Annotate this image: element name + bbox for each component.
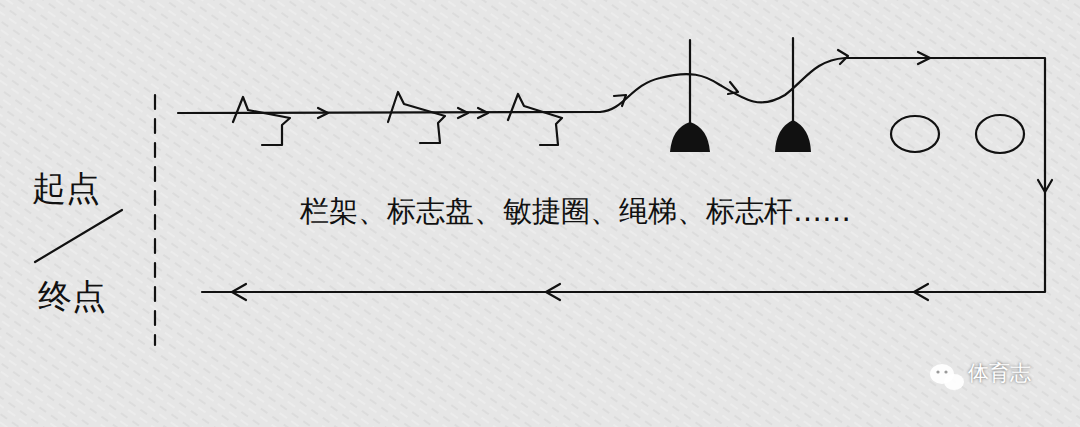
wechat-icon bbox=[930, 364, 964, 390]
arrow-mark bbox=[728, 82, 738, 94]
arrow-mark bbox=[546, 284, 560, 300]
start-finish-line bbox=[154, 95, 156, 345]
finish-label: 终点 bbox=[38, 278, 106, 315]
arrow-mark bbox=[318, 108, 328, 118]
marker-cone-base bbox=[775, 120, 811, 152]
run-path bbox=[178, 112, 600, 113]
agility-ring bbox=[976, 115, 1024, 153]
marker-cone-base bbox=[670, 122, 710, 152]
arrow-mark bbox=[838, 50, 848, 64]
arrow-mark bbox=[458, 108, 468, 118]
arrow-mark bbox=[918, 52, 930, 64]
divider-slash bbox=[35, 210, 122, 262]
arrow-mark bbox=[1038, 180, 1052, 192]
arrow-mark bbox=[614, 95, 626, 106]
weave-path bbox=[202, 58, 1045, 292]
watermark: 体育志 bbox=[968, 362, 1031, 385]
marker-pole bbox=[792, 38, 794, 122]
equipment-note: 栏架、标志盘、敏捷圈、绳梯、标志杆…… bbox=[300, 196, 851, 228]
agility-ring bbox=[891, 116, 939, 152]
hurdle bbox=[233, 97, 290, 145]
hurdle bbox=[388, 92, 445, 143]
arrow-mark bbox=[914, 284, 928, 300]
marker-pole bbox=[689, 40, 691, 125]
start-label: 起点 bbox=[32, 170, 100, 207]
hurdle bbox=[508, 94, 562, 145]
arrow-mark bbox=[478, 108, 488, 118]
arrow-mark bbox=[232, 284, 246, 300]
